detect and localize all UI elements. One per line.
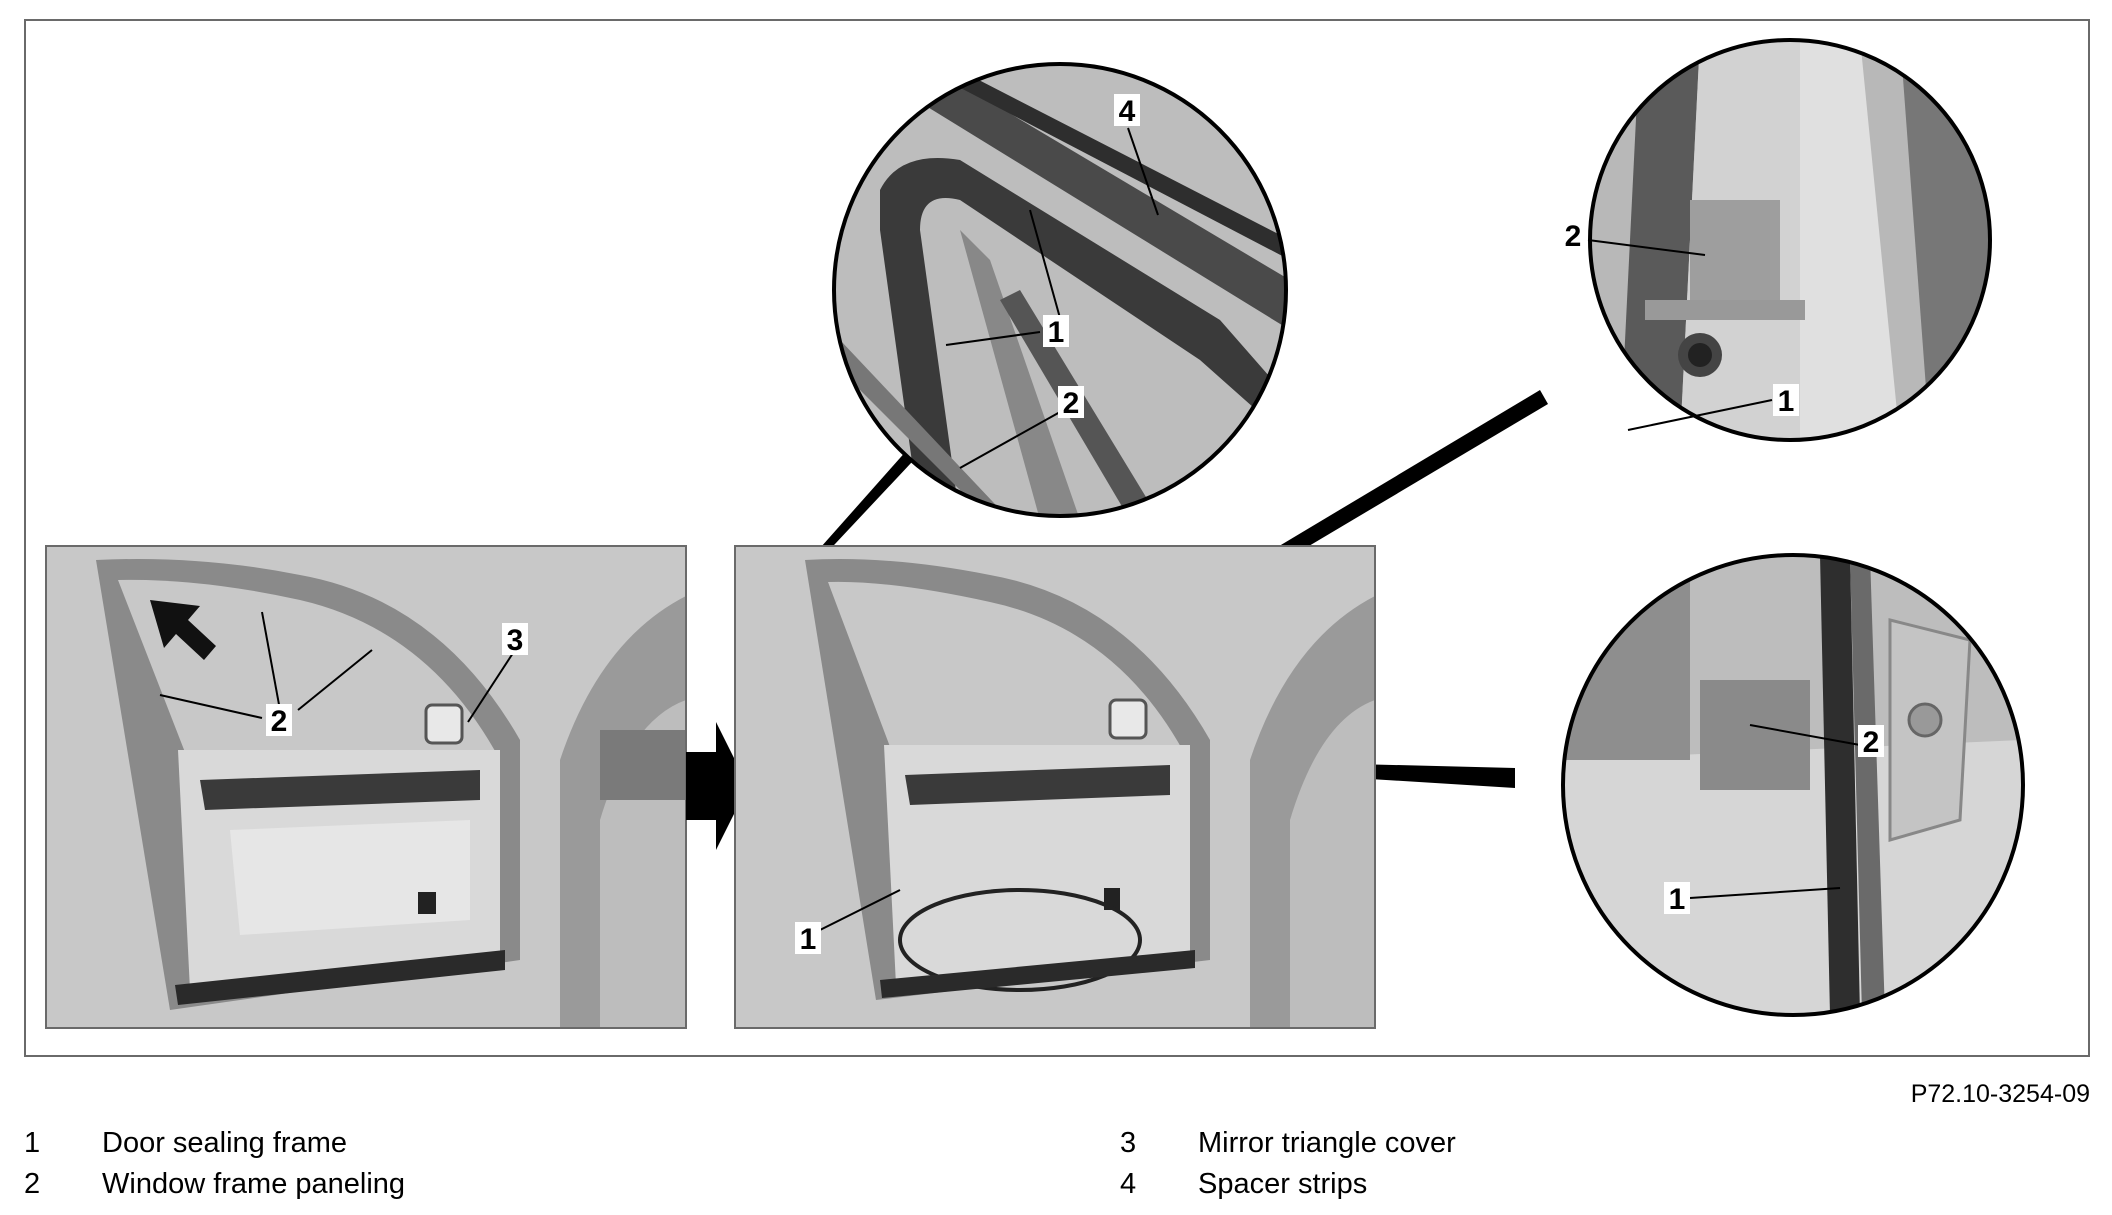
callout-detail-top-1: 1 [1048, 316, 1065, 349]
figure-illustration: 2 3 1 [45, 38, 2025, 1029]
sequence-arrow [686, 722, 748, 850]
callout-detail-ur-1: 1 [1778, 385, 1795, 418]
photo-door-removed [735, 546, 1375, 1028]
callout-detail-lr-1: 1 [1669, 883, 1686, 916]
legend-text: Spacer strips [1198, 1168, 1368, 1200]
legend-number: 1 [24, 1127, 41, 1159]
detail-lower-right-circle: 2 1 [1561, 553, 2025, 1017]
detail-top-circle: 4 1 2 [832, 62, 1288, 518]
callout-overview-2: 2 [271, 705, 288, 738]
door-removed-callouts: 1 [795, 889, 901, 956]
callout-door-removed-1: 1 [800, 923, 817, 956]
legend-number: 3 [1120, 1127, 1137, 1159]
callout-detail-top-2: 2 [1063, 387, 1080, 420]
callout-overview-3: 3 [507, 624, 524, 657]
photo-door-removed-frame [734, 545, 1376, 1029]
photo-door-overview [46, 546, 686, 1028]
detail-upper-right-circle: 2 1 [1560, 38, 1992, 442]
callout-detail-lr-2: 2 [1863, 726, 1880, 759]
callout-detail-top-4: 4 [1119, 95, 1136, 128]
legend-number: 4 [1120, 1168, 1137, 1200]
legend-text: Mirror triangle cover [1198, 1127, 1456, 1159]
figure-reference: P72.10-3254-09 [1910, 1080, 2090, 1108]
legend-number: 2 [24, 1168, 41, 1200]
callout-detail-ur-2: 2 [1565, 220, 1582, 253]
overview-callouts: 2 3 [159, 611, 528, 738]
legend-text: Door sealing frame [102, 1127, 347, 1159]
legend-text: Window frame paneling [102, 1168, 406, 1200]
